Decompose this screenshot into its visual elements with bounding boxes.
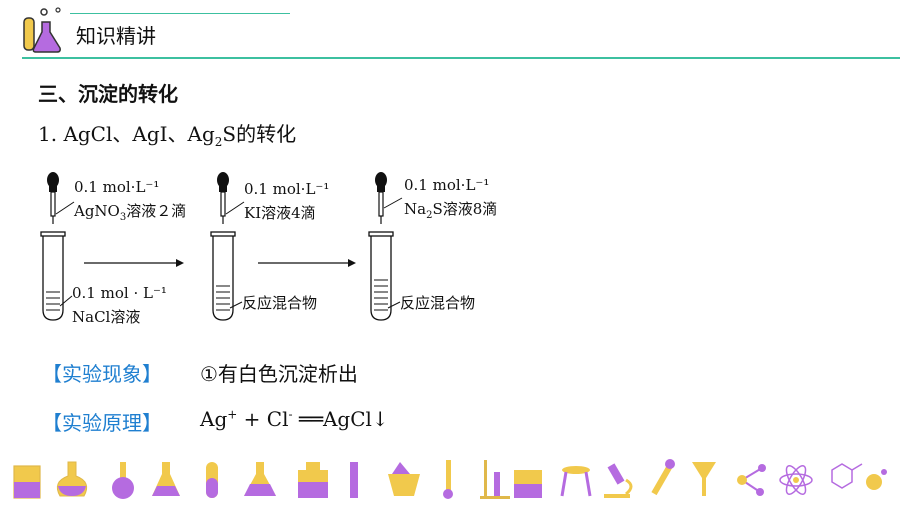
dropper-icon: [651, 459, 675, 496]
observation-value: ①有白色沉淀析出: [200, 362, 358, 386]
tube3-label: 反应混合物: [400, 294, 475, 312]
beaker-icon: [13, 465, 41, 499]
molecule-icon: [737, 464, 766, 496]
tube2-label: 反应混合物: [242, 294, 317, 312]
header: 知识精讲: [0, 0, 900, 60]
round-flask-icon: [112, 462, 134, 499]
tripod-icon: [560, 466, 592, 497]
atom-icon: [779, 465, 813, 495]
tube1-concentration: 0.1 mol · L⁻¹: [72, 284, 167, 302]
funnel-icon: [692, 462, 716, 496]
conical-flask-icon: [244, 462, 276, 496]
molecule-icon: [831, 463, 863, 489]
header-accent-line: [70, 13, 290, 14]
test-tube-2: [210, 231, 236, 321]
sub-title: 1. AgCl、AgI、Ag2S的转化: [38, 118, 296, 149]
header-divider: [22, 57, 900, 59]
principle-label: 【实验原理】: [42, 411, 162, 435]
sub-title-subscript: 2: [214, 135, 223, 149]
step1-concentration: 0.1 mol·L⁻¹: [74, 178, 159, 196]
section-title: 三、沉淀的转化: [38, 82, 178, 106]
header-title: 知识精讲: [76, 24, 156, 48]
lab-flask-icon: [866, 469, 887, 490]
sub-title-prefix: 1. AgCl、AgI、Ag: [38, 122, 215, 146]
round-flask-icon: [56, 461, 88, 497]
stand-icon: [480, 460, 510, 499]
test-tube-3: [368, 231, 394, 321]
test-tube-icon: [350, 462, 358, 498]
step2-concentration: 0.1 mol·L⁻¹: [244, 180, 329, 198]
step3-reagent: Na2S溶液8滴: [404, 200, 497, 221]
beaker-icon: [514, 470, 542, 498]
step1-reagent: AgNO3溶液２滴: [73, 202, 186, 223]
experiment-diagram: 0.1 mol·L⁻¹ AgNO3溶液２滴 0.1 mol · L⁻¹ NaCl…: [40, 172, 497, 326]
dropper-icon: [217, 172, 229, 224]
conical-flask-icon: [152, 462, 180, 496]
thermometer-icon: [443, 460, 453, 499]
tube1-solution: NaCl溶液: [72, 308, 140, 326]
test-tube-1: [40, 231, 66, 321]
dropper-icon: [375, 172, 387, 224]
lab-icon-footer: [13, 459, 887, 499]
principle-equation: Ag+ + Cl- ══AgCl↓: [200, 407, 389, 431]
observation-label: 【实验现象】: [42, 362, 162, 386]
test-tube-icon: [206, 462, 218, 498]
microscope-icon: [604, 463, 633, 498]
dropper-icon: [47, 172, 59, 224]
step2-reagent: KI溶液4滴: [244, 204, 316, 222]
beaker-icon: [298, 462, 328, 498]
step3-concentration: 0.1 mol·L⁻¹: [404, 176, 489, 194]
lab-flask-icon: [388, 462, 420, 496]
lab-flask-icon: [23, 7, 61, 53]
sub-title-suffix: S的转化: [222, 122, 297, 146]
